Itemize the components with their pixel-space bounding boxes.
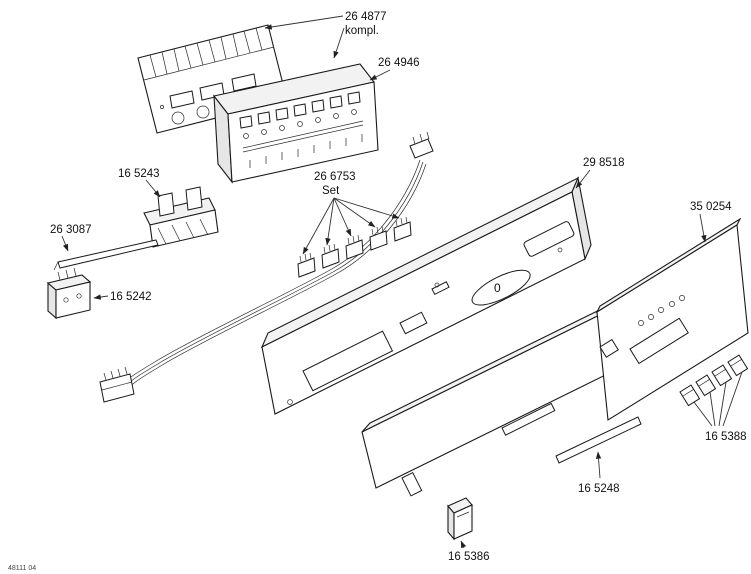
label-165242: 16 5242: [110, 291, 152, 303]
switch-terminals: [57, 267, 77, 281]
mini-connector: [321, 243, 340, 269]
front-panel-350254: [595, 217, 749, 421]
label-263087: 26 3087: [50, 224, 92, 236]
button-front-face: [453, 504, 473, 540]
label-264877-line1: 26 4877: [345, 11, 387, 23]
keycap: [727, 354, 749, 377]
label-266753-line1: 26 6753: [314, 171, 356, 183]
pcb-rib-lines: [149, 27, 263, 78]
leader-165242: [93, 294, 109, 300]
button-detail-line: [456, 511, 470, 518]
leader-lines: [61, 15, 707, 549]
drawing-number: 48111 04: [8, 565, 36, 572]
slab-cutout-small: [401, 471, 423, 497]
leader-264877-a: [264, 15, 344, 30]
leader-165248: [595, 451, 602, 479]
keycap-leader-lines: [693, 371, 743, 427]
keycap: [695, 374, 717, 397]
strip-thickness-line: [558, 423, 642, 464]
leader-350254: [699, 213, 707, 243]
label-165386: 16 5386: [448, 551, 490, 563]
label-298518: 29 8518: [583, 157, 625, 169]
switch-hole: [76, 293, 82, 299]
panel-screw-hole: [287, 399, 293, 405]
switch-module-264946: [213, 63, 379, 184]
leader-264877-b: [333, 27, 345, 59]
cable-strand: [125, 163, 427, 391]
mini-connector: [393, 216, 412, 242]
rod-263087: [53, 239, 159, 271]
cable-top-plug: [409, 131, 434, 159]
label-165248: 16 5248: [578, 483, 620, 495]
bracket-165243: [143, 186, 219, 248]
fan-266753: [302, 197, 400, 255]
label-264877-line2: kompl.: [345, 25, 379, 37]
decor-display-cutout: [629, 317, 689, 365]
keycap: [711, 364, 733, 387]
cable-strand: [119, 159, 421, 387]
pcb-rib-band-edge: [143, 46, 275, 81]
module-front-face: [227, 81, 379, 183]
panel-cutout-large: [302, 330, 394, 392]
slab-cutout-slot: [501, 402, 556, 436]
rod-body: [57, 239, 159, 269]
leader-263087: [61, 235, 69, 252]
leader-165243: [145, 179, 161, 198]
panel-cutout-small: [399, 311, 428, 335]
leader-264946: [369, 69, 391, 81]
switch-front-face: [55, 281, 91, 319]
button-set-165388: [679, 354, 749, 427]
keycap: [679, 384, 701, 407]
rod-hook: [53, 261, 59, 271]
switch-key-row: [239, 91, 361, 139]
decor-indicator-holes: [638, 295, 685, 326]
component-capacitor: [171, 111, 185, 125]
leader-165386: [460, 540, 467, 549]
part-labels: 26 4877 kompl. 26 4946 16 5243 26 3087 1…: [50, 11, 747, 563]
panel-display-window: [523, 221, 575, 257]
mini-connector: [369, 225, 388, 251]
cable-end-connector: [99, 366, 135, 403]
panel-screw-hole: [434, 282, 440, 288]
cable-strand: [122, 161, 424, 389]
label-266753-line2: Set: [322, 185, 340, 197]
switch-165242: [46, 267, 92, 320]
component-relay: [231, 73, 257, 92]
push-button-165386: [447, 497, 473, 541]
cable-harness: [99, 131, 434, 403]
label-350254: 35 0254: [690, 201, 732, 213]
module-slot-line: [242, 120, 364, 149]
panel-marking-zero: 0: [494, 281, 501, 295]
bracket-front-face: [149, 209, 219, 248]
component-relay: [169, 90, 195, 109]
leader-298518: [575, 169, 591, 189]
connector-set-266753: [297, 216, 412, 278]
bracket-clip: [157, 192, 175, 217]
component-capacitor: [196, 105, 210, 119]
label-165388: 16 5388: [705, 431, 747, 443]
bracket-clip: [185, 186, 203, 211]
label-165243: 16 5243: [118, 168, 160, 180]
bracket-hatching: [157, 218, 209, 245]
component-dot: [160, 105, 164, 109]
panel-dial-window: [471, 269, 531, 306]
module-slot-line: [242, 124, 364, 153]
panel-screw-hole: [557, 247, 563, 253]
switch-hole: [63, 297, 69, 303]
decor-small-cutout: [599, 338, 619, 358]
mini-connector: [345, 234, 364, 260]
label-264946: 26 4946: [378, 57, 420, 69]
trim-strip-165248: [555, 416, 642, 464]
control-panel-298518: 0: [260, 176, 592, 415]
mini-connector: [297, 252, 316, 278]
module-pin-comb: [249, 134, 363, 168]
